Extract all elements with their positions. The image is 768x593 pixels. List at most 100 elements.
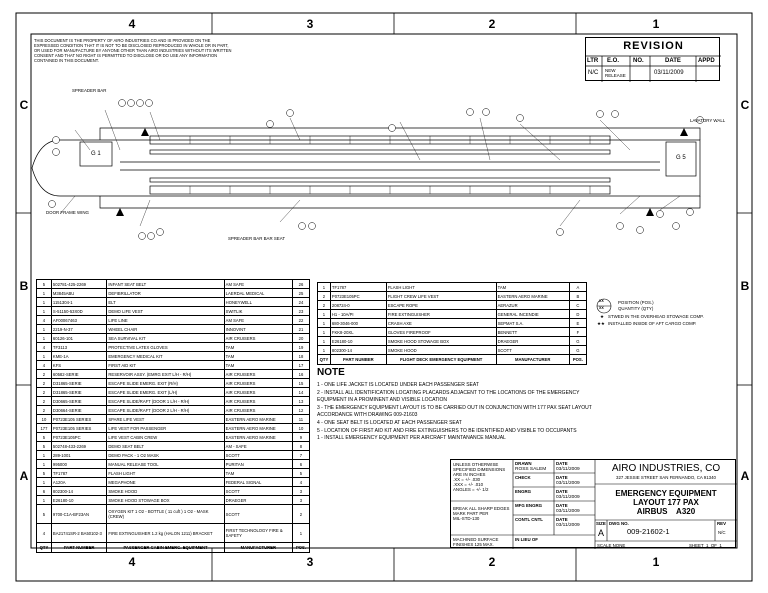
drawn-by: ROSS SALEM [515,467,547,472]
proprietary-notice: THIS DOCUMENT IS THE PROPERTY OF AIRO IN… [34,38,232,63]
part-number-cell: 1151304-1 [50,297,108,307]
pos-cell: 23 [291,306,311,316]
manufacturer-cell: SCOTT [223,486,293,496]
description-cell: OXYGEN KIT 1 O2 - BOTTLE ( 11 cuft ) 1 O… [106,504,225,524]
qty-cell: 2 [317,300,331,310]
zone-col-2-bottom: 2 [488,555,496,569]
date-label-1: DATE [556,461,568,466]
label-spreader-bar-lower: SPREADER BAR BAR SEAT [228,236,286,241]
legend-position-label: POSITION (POS.) [618,300,654,305]
description-cell: MEGAPHONE [106,477,225,487]
manufacturer-cell: EASTERN AERO MARINE [223,432,293,442]
pos-cell: 1 [291,523,311,543]
pos-cell: 25 [291,288,311,298]
part-number-cell: P0723E105PC [50,432,108,442]
part-number-cell: 995000 [50,459,108,469]
tolerance-notes: UNLESS OTHERWISE SPECIFIED DIMENSIONS AR… [453,462,505,492]
manufacturer-cell: AIR CRUISERS [223,405,293,415]
column-header: PASSENGER CABIN EMERG. EQUIPMENT [106,542,225,553]
break-edge-notes: BREAK ALL SHARP EDGES MARK PART PER MIL-… [453,506,509,521]
tolerance-line-1: UNLESS OTHERWISE [453,462,499,467]
qty-cell: 1 [36,288,52,298]
rev-hdr-no: NO. [633,58,644,64]
column-header: POS. [568,354,588,365]
qty-cell: 2 [36,396,52,406]
qty-cell: 5 [36,432,52,442]
zone-row-a-left: A [19,469,29,483]
qty-cell: 5 [36,441,52,451]
pos-cell: C [568,300,588,310]
manufacturer-cell: AIR CRUISERS [223,387,293,397]
manufacturer-cell: EASTERN AERO MARINE [223,423,293,433]
description-cell: CRASH AXE [385,318,497,328]
description-cell: SMOKE HOOD STOWAGE BOX [385,336,497,346]
rev-date: 03/11/2009 [654,70,684,76]
description-cell: SMOKE HOOD STOWAGE BOX [106,495,225,505]
manufacturer-cell: HONEYWELL [223,297,293,307]
qty-cell: 1 [36,450,52,460]
note-3: 3 - THE EMERGENCY EQUIPMENT LAYOUT IS TO… [317,404,592,411]
note-3b: ACCORDANCE WITH DRAWING 009-21603 [317,412,418,419]
tolerance-line-5: .XXX = +/- .010 [453,482,484,487]
column-header: POS. [291,542,311,553]
rev-hdr-ltr: LTR [587,58,599,64]
description-cell: LIFE VEST CABIN CREW [106,432,225,442]
manufacturer-cell: INNOVINT [223,324,293,334]
pos-cell: 19 [291,342,311,352]
qty-cell: 5 [36,279,52,289]
description-cell: ESCAPE SLIDE EMERG. EXIT (R/H) [106,378,225,388]
manufacturer-cell: AIR CRUISERS [223,333,293,343]
part-number-cell: 802300-14 [50,486,108,496]
pos-cell: 5 [291,468,311,478]
part-number-cell: 9700-C1A-BF23AN [50,504,108,524]
description-cell: FIRE EXTINGUISHER [385,309,497,319]
qty-cell: 5 [36,504,52,524]
description-cell: LIFE LINE [106,315,225,325]
part-number-cell: P0723E105PC [329,291,387,301]
description-cell: ELT [106,297,225,307]
pos-cell: E [568,318,588,328]
legend-double-star-icon: ★★ [597,321,605,326]
tolerance-line-2: SPECIFIED DIMENSIONS [453,467,506,472]
date-label-4: DATE [556,503,568,508]
pos-cell: 16 [291,369,311,379]
description-cell: FIRST AID KIT [106,360,225,370]
qty-cell: 1 [36,459,52,469]
zone-col-4-bottom: 4 [128,555,136,569]
manufacturer-cell: LAERDAL MEDICAL [223,288,293,298]
pos-cell: 20 [291,333,311,343]
part-number-cell: 502748-433-2269 [50,441,108,451]
label-lavatory-wall: LAVATORY WALL [690,118,726,123]
note-6: 1 - INSTALL EMERGENCY EQUIPMENT PER AIRC… [317,435,506,442]
date-3: 03/11/2009 [556,495,580,500]
pos-cell: 15 [291,378,311,388]
break-edge-line-1: BREAK ALL SHARP EDGES [453,506,510,511]
description-cell: LIFE VEST FOR PASSENGER [106,423,225,433]
qty-cell: 2 [36,378,52,388]
column-header: PART NUMBER [329,354,387,365]
qty-cell: 1 [36,333,52,343]
part-number-cell: 2219-N-37 [50,324,108,334]
description-cell: MANUAL RELEASE TOOL [106,459,225,469]
label-doorframe-wing: DOOR FRAME WING [46,210,89,215]
tolerance-line-6: ANGLES = +/- 1/2 [453,487,489,492]
part-number-cell: 802300-14 [329,345,387,355]
sheet-count: SHEET 1 OF 1 [689,543,722,548]
manufacturer-cell: AIR CRUISERS [223,378,293,388]
